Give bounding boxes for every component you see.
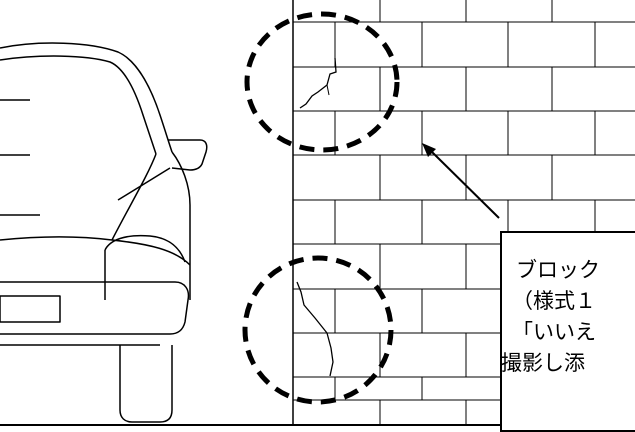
arrow-head	[422, 143, 436, 157]
dashed-circle-icon	[244, 11, 400, 153]
crack-icon	[296, 281, 334, 377]
dashed-circle-icon	[242, 255, 394, 405]
crack-icon	[326, 84, 330, 96]
arrow-icon	[431, 151, 500, 219]
crack-icon	[299, 57, 337, 109]
callout-line: 撮影し添	[501, 351, 585, 375]
callout-box: ブロック （様式１ 「いいえ 撮影し添	[500, 231, 635, 432]
callout-line: ブロック	[516, 258, 600, 282]
callout-line: （様式１	[512, 289, 596, 313]
callout-line: 「いいえ	[512, 320, 596, 344]
car-icon	[0, 42, 208, 423]
